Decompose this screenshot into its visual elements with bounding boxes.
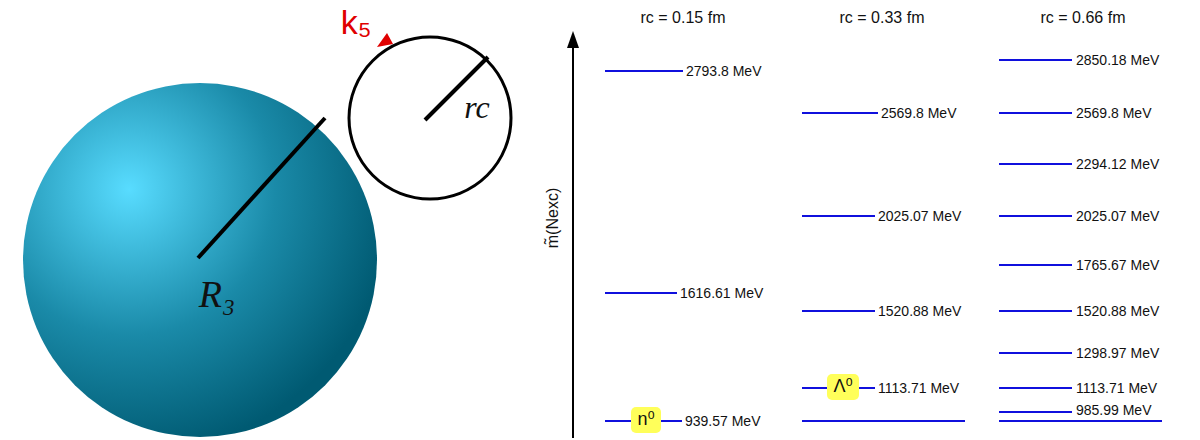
particle-name: Λ⁰	[833, 376, 852, 396]
radius-label: R₃	[199, 275, 235, 313]
radius-label: rc	[464, 91, 489, 123]
level-line	[802, 310, 875, 312]
level-line	[999, 420, 1162, 422]
energy-value: 2294.12 MeV	[1076, 157, 1159, 171]
particle-name: n⁰	[637, 409, 654, 429]
energy-value: 1520.88 MeV	[878, 304, 961, 318]
energy-axis	[567, 31, 579, 438]
energy-value: 2850.18 MeV	[1076, 53, 1159, 67]
energy-levels	[605, 60, 1162, 421]
axis-line	[572, 44, 574, 438]
energy-value: 2793.8 MeV	[686, 64, 762, 78]
circle-outline	[349, 37, 511, 199]
circle: rc	[347, 35, 513, 201]
energy-value: 1113.71 MeV	[878, 381, 959, 395]
level-line	[802, 420, 965, 422]
level-line	[999, 163, 1072, 165]
level-line	[605, 70, 683, 72]
level-line	[999, 59, 1072, 61]
level-line	[999, 387, 1072, 389]
energy-value: 2025.07 MeV	[878, 209, 961, 223]
particle-badge: Λ⁰	[827, 374, 858, 400]
column-header: rc = 0.66 fm	[1041, 10, 1126, 26]
level-line	[999, 411, 1072, 413]
axis-label: m̃(Nexc)	[545, 188, 561, 248]
energy-value: 1113.71 MeV	[1076, 381, 1157, 395]
level-line	[802, 215, 875, 217]
level-line	[999, 215, 1072, 217]
energy-value: 939.57 MeV	[685, 414, 761, 428]
radius-line	[198, 118, 325, 258]
level-line	[999, 310, 1072, 312]
energy-value: 1765.67 MeV	[1076, 258, 1159, 272]
level-line	[802, 112, 878, 114]
momentum-label: k₅	[341, 5, 372, 39]
energy-value: 1298.97 MeV	[1076, 346, 1159, 360]
outline	[22, 82, 378, 438]
column-header: rc = 0.33 fm	[840, 10, 925, 26]
energy-value: 2569.8 MeV	[1076, 106, 1152, 120]
sphere: R₃	[22, 82, 378, 438]
arrowhead	[377, 33, 393, 47]
level-line	[605, 292, 677, 294]
particle-badge: n⁰	[631, 407, 660, 433]
column-header: rc = 0.15 fm	[641, 10, 726, 26]
level-line	[999, 352, 1072, 354]
energy-value: 2569.8 MeV	[881, 106, 957, 120]
k-arrowhead	[377, 33, 393, 47]
energy-value: 1616.61 MeV	[680, 286, 763, 300]
energy-value: 1520.88 MeV	[1076, 304, 1159, 318]
axis-arrowhead	[567, 31, 579, 48]
energy-value: 985.99 MeV	[1076, 403, 1152, 417]
sphere-body	[23, 83, 377, 437]
level-line	[999, 264, 1072, 266]
energy-value: 2025.07 MeV	[1076, 209, 1159, 223]
level-line	[999, 112, 1072, 114]
